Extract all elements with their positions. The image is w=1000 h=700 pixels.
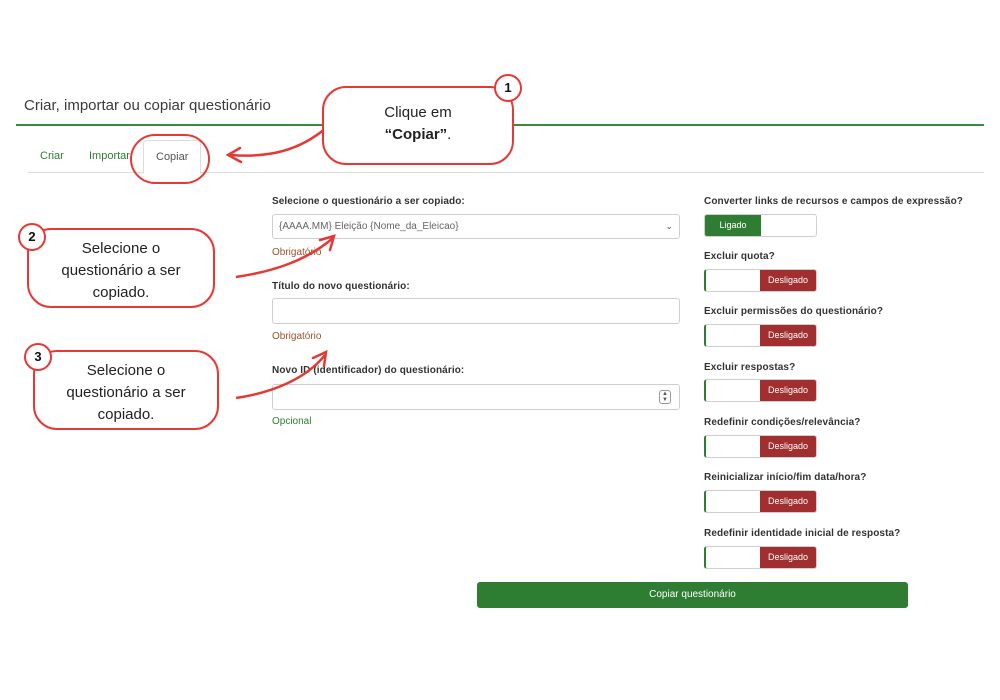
new-id-label: Novo ID (identificador) do questionário: [272, 365, 465, 376]
tab-criar[interactable]: Criar [40, 150, 64, 162]
toggle-state-label: Desligado [760, 436, 816, 457]
source-survey-hint: Obrigatório [272, 247, 322, 258]
toggle-exclude-permissions[interactable]: Desligado [704, 324, 817, 347]
annotation-1-tail: . [447, 126, 452, 143]
new-title-input[interactable] [272, 298, 680, 324]
toggle-reset-conditions[interactable]: Desligado [704, 435, 817, 458]
annotation-bubble-3: Selecione o questionário a ser copiado. [33, 350, 219, 430]
annotation-number-3: 3 [24, 343, 52, 371]
number-stepper-icon[interactable]: ▲▼ [659, 390, 671, 404]
copiar-tab-highlight-circle [130, 134, 210, 184]
new-id-input[interactable]: ▲▼ [272, 384, 680, 410]
toggle-state-label: Desligado [760, 491, 816, 512]
annotation-number-2: 2 [18, 223, 46, 251]
annotation-number-1: 1 [494, 74, 522, 102]
arrow-to-source-select [235, 237, 334, 279]
tab-importar[interactable]: Importar [89, 150, 130, 162]
arrow-to-title-input [235, 354, 326, 400]
page-title: Criar, importar ou copiar questionário [24, 97, 271, 114]
arrow-to-copiar-tab [229, 127, 327, 157]
toggle-state-label: Desligado [760, 325, 816, 346]
toggle-exclude-quota[interactable]: Desligado [704, 269, 817, 292]
toggle-state-label: Ligado [705, 215, 761, 236]
toggle-state-label: Desligado [760, 547, 816, 568]
source-survey-label: Selecione o questionário a ser copiado: [272, 196, 465, 207]
new-id-hint: Opcional [272, 416, 312, 427]
arrowhead-2 [318, 234, 336, 252]
option-label-exclude-permissions: Excluir permissões do questionário? [704, 306, 884, 317]
source-survey-value: {AAAA.MM} Eleição {Nome_da_Eleicao} [279, 221, 459, 232]
annotation-bubble-1: Clique em “Copiar”. [322, 86, 514, 165]
option-label-exclude-quota: Excluir quota? [704, 251, 775, 262]
annotation-1-line2: “Copiar”. [324, 124, 512, 146]
toggle-reset-response-id[interactable]: Desligado [704, 546, 817, 569]
annotation-bubble-2: Selecione o questionário a ser copiado. [27, 228, 215, 308]
annotation-1-line1: Clique em [384, 104, 452, 121]
option-label-reset-dates: Reinicializar início/fim data/hora? [704, 472, 867, 483]
option-label-reset-response-id: Redefinir identidade inicial de resposta… [704, 528, 901, 539]
arrowhead-1 [225, 146, 243, 164]
toggle-state-label: Desligado [760, 270, 816, 291]
toggle-exclude-responses[interactable]: Desligado [704, 379, 817, 402]
toggle-state-label: Desligado [760, 380, 816, 401]
annotation-1-bold: “Copiar” [384, 126, 448, 143]
arrowhead-3 [311, 349, 328, 368]
option-label-reset-conditions: Redefinir condições/relevância? [704, 417, 861, 428]
copy-survey-button[interactable]: Copiar questionário [477, 582, 908, 608]
new-title-hint: Obrigatório [272, 331, 322, 342]
option-label-convert-links: Converter links de recursos e campos de … [704, 196, 963, 207]
new-title-label: Título do novo questionário: [272, 281, 410, 292]
toggle-reset-dates[interactable]: Desligado [704, 490, 817, 513]
toggle-convert-links[interactable]: Ligado [704, 214, 817, 237]
option-label-exclude-responses: Excluir respostas? [704, 362, 796, 373]
chevron-down-icon: ⌄ [665, 221, 673, 231]
source-survey-select[interactable]: {AAAA.MM} Eleição {Nome_da_Eleicao} ⌄ [272, 214, 680, 239]
